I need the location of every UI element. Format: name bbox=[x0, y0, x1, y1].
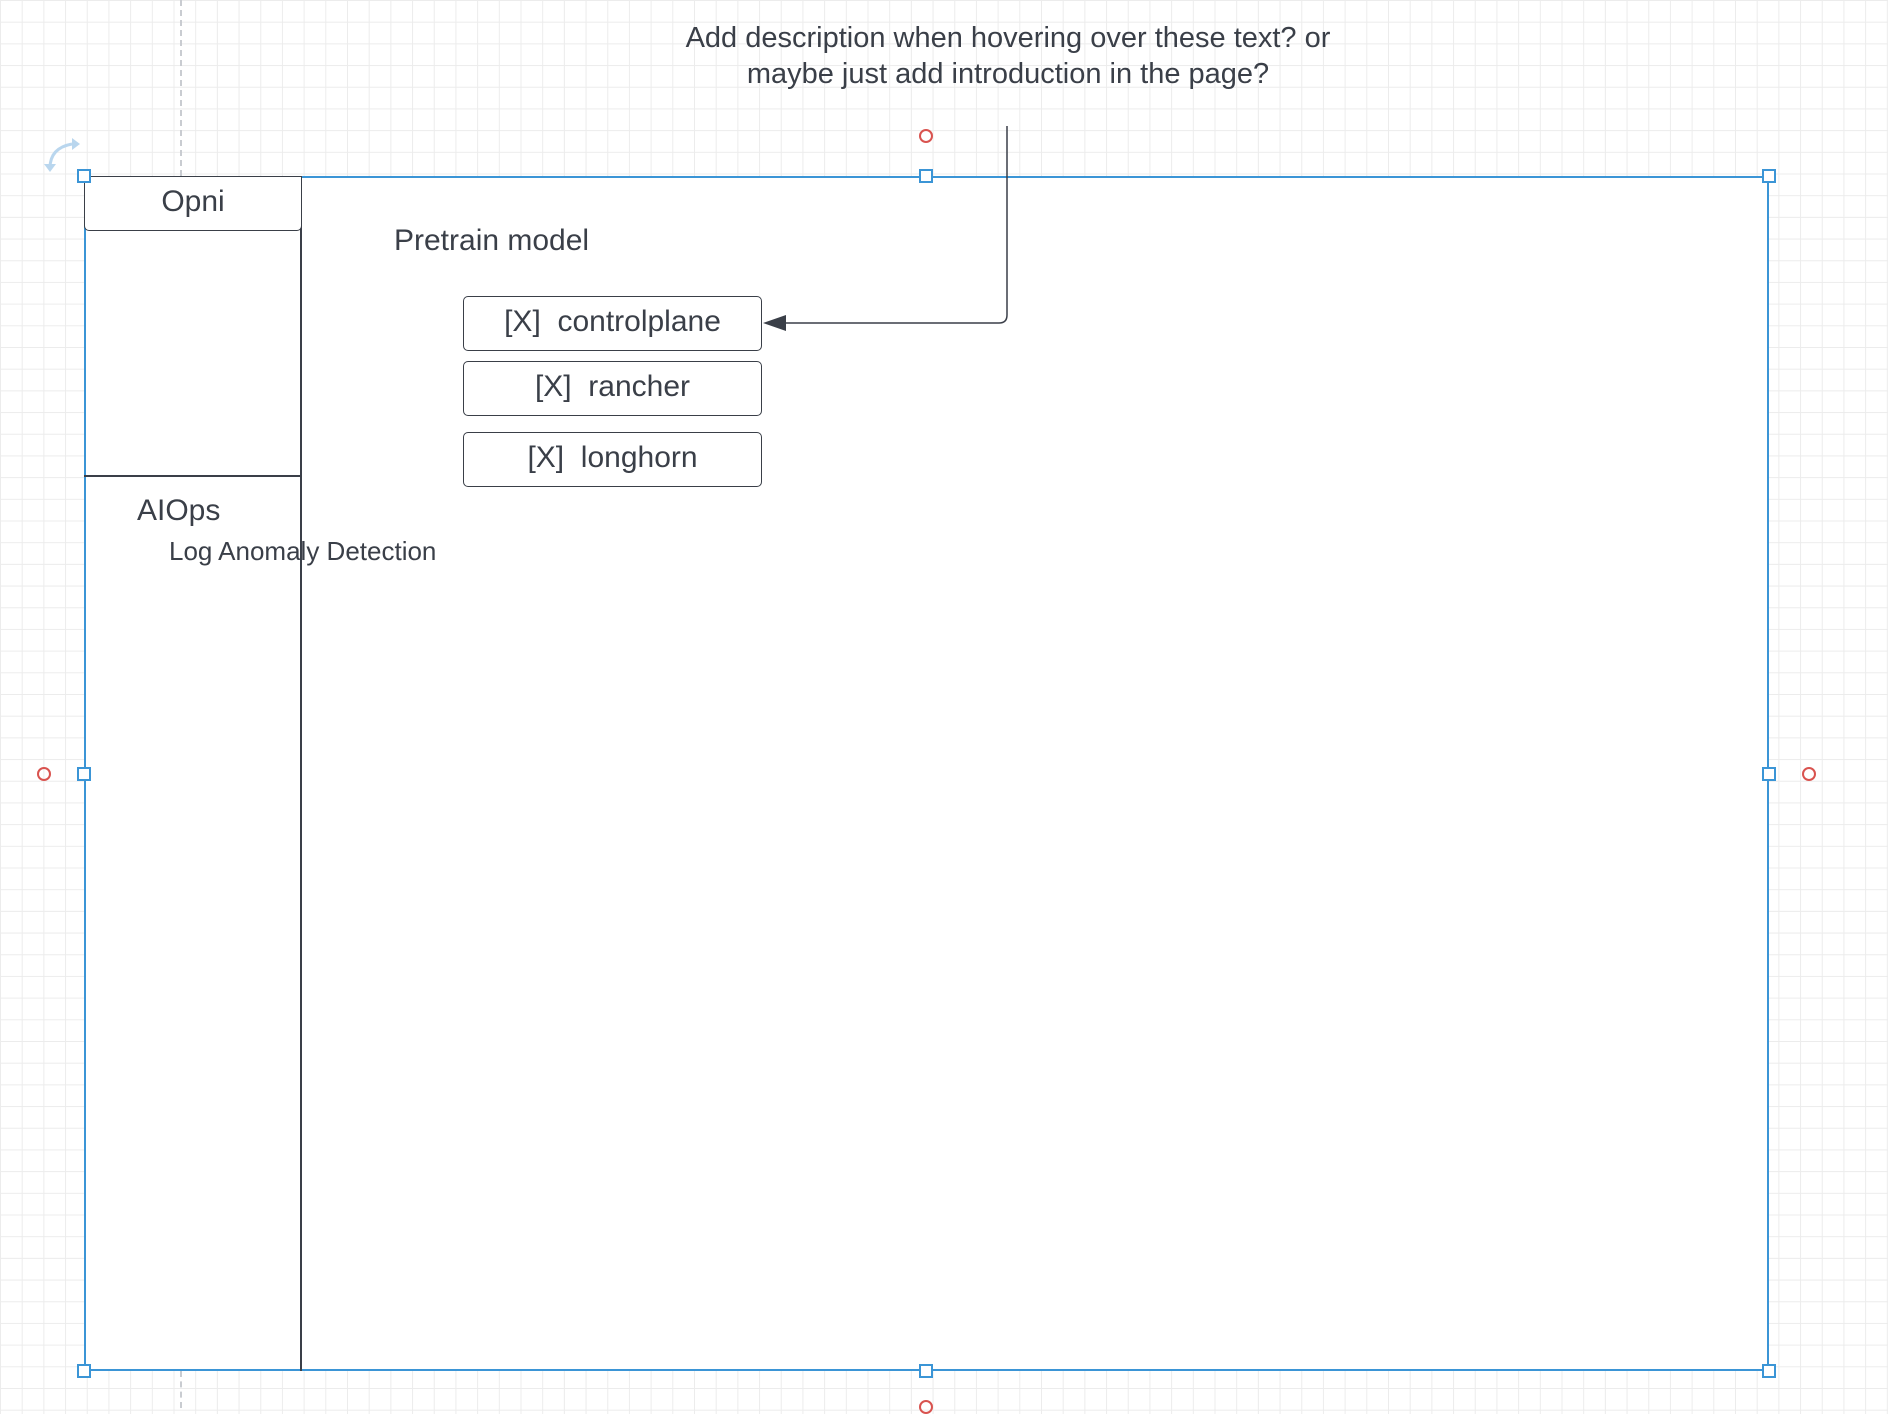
annotation-line-2: maybe just add introduction in the page? bbox=[746, 58, 1270, 90]
connection-anchor-left[interactable] bbox=[37, 767, 51, 781]
pretrain-model-title: Pretrain model bbox=[394, 224, 590, 257]
option-rancher[interactable]: [X] rancher bbox=[463, 361, 762, 416]
resize-handle-left[interactable] bbox=[77, 767, 91, 781]
vertical-guide-line bbox=[180, 0, 182, 176]
sidebar-heading-aiops: AIOps bbox=[137, 494, 221, 527]
sidebar-divider bbox=[300, 176, 302, 1371]
brand-box[interactable]: Opni bbox=[84, 176, 302, 231]
option-longhorn[interactable]: [X] longhorn bbox=[463, 432, 762, 487]
vertical-guide-line-bottom bbox=[180, 1371, 182, 1408]
connection-anchor-right[interactable] bbox=[1802, 767, 1816, 781]
option-controlplane[interactable]: [X] controlplane bbox=[463, 296, 762, 351]
sidebar-item-log-anomaly-detection[interactable]: Log Anomaly Detection bbox=[169, 536, 437, 566]
resize-handle-top-left[interactable] bbox=[77, 169, 91, 183]
annotation-note[interactable]: Add description when hovering over these… bbox=[572, 20, 1444, 92]
resize-handle-top-right[interactable] bbox=[1762, 169, 1776, 183]
resize-handle-bottom-right[interactable] bbox=[1762, 1364, 1776, 1378]
rotate-icon[interactable] bbox=[42, 136, 82, 176]
annotation-line-1: Add description when hovering over these… bbox=[685, 22, 1331, 54]
wireframe-frame[interactable] bbox=[84, 176, 1769, 1371]
sidebar-section-divider bbox=[84, 475, 302, 477]
resize-handle-bottom-left[interactable] bbox=[77, 1364, 91, 1378]
resize-handle-right[interactable] bbox=[1762, 767, 1776, 781]
connection-anchor-top[interactable] bbox=[919, 129, 933, 143]
resize-handle-top[interactable] bbox=[919, 169, 933, 183]
connection-anchor-bottom[interactable] bbox=[919, 1400, 933, 1414]
resize-handle-bottom[interactable] bbox=[919, 1364, 933, 1378]
